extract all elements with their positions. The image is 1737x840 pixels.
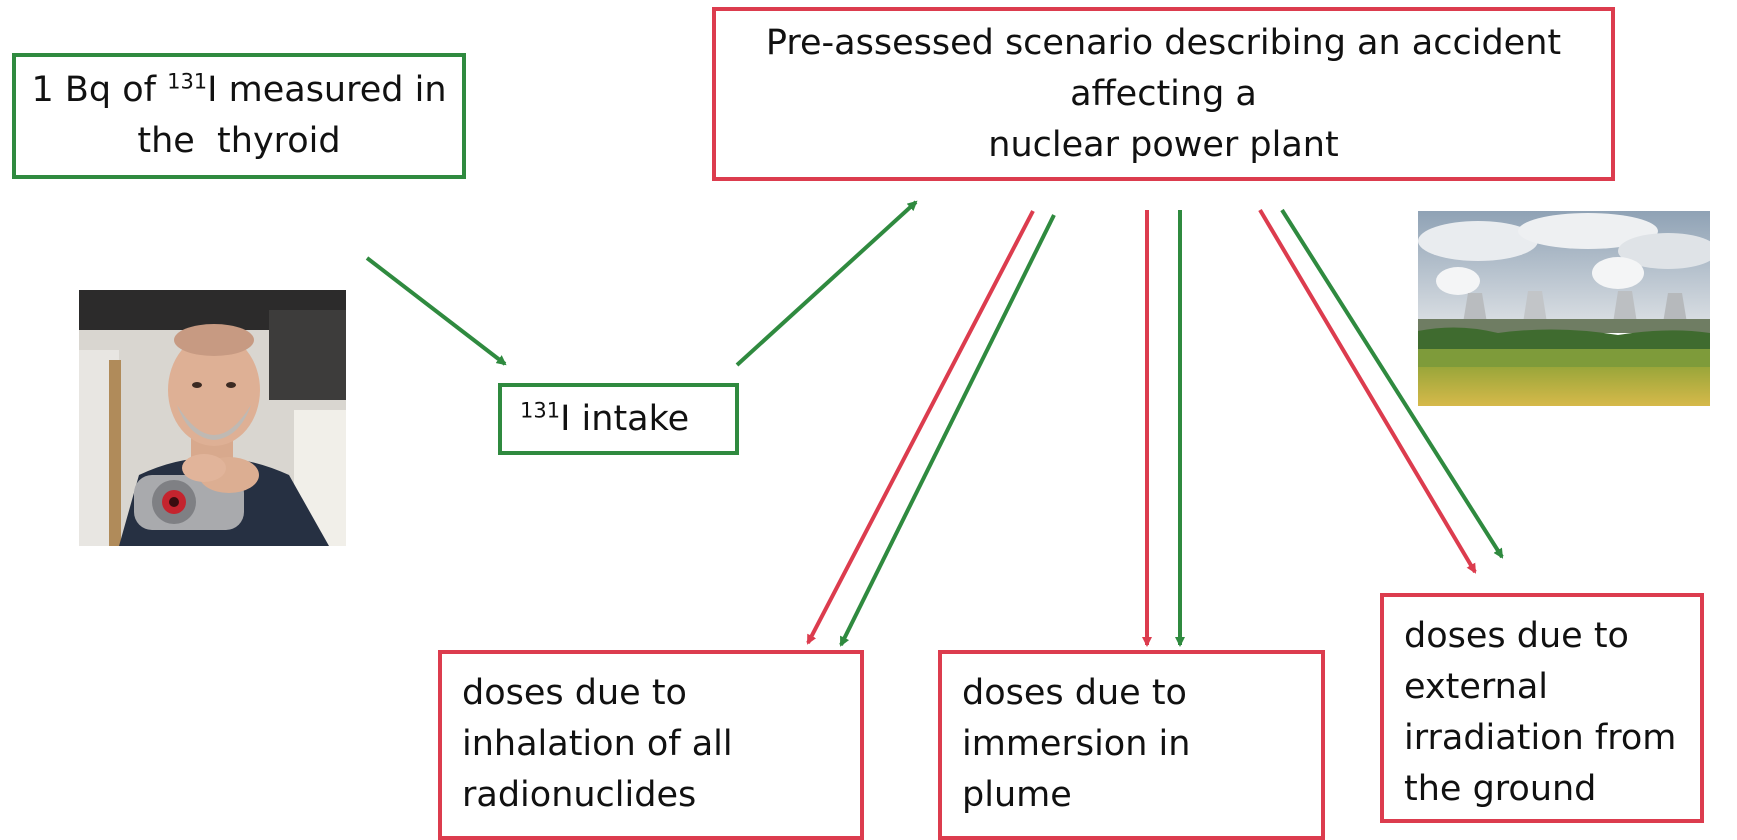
arrow-scenario-to-ground-red: [1258, 208, 1477, 574]
inhalation-line-3: radionuclides: [462, 775, 697, 815]
arrows-layer: [365, 200, 1504, 647]
arrow-measured-to-intake: [365, 256, 507, 366]
inhalation-line-1: doses due to: [462, 673, 687, 713]
arrow-scenario-to-inhalation-red: [806, 210, 1035, 645]
box-doses-immersion: doses due to immersion in plume: [938, 650, 1325, 840]
measured-line-2: the thyroid: [137, 121, 341, 161]
scenario-line-2: affecting a: [1070, 73, 1257, 114]
arrow-scenario-to-inhalation-green: [839, 214, 1056, 647]
scenario-line-3: nuclear power plant: [988, 124, 1339, 165]
immersion-line-3: plume: [962, 775, 1072, 815]
ground-line-1: doses due to: [1404, 616, 1629, 656]
box-accident-scenario: Pre-assessed scenario describing an acci…: [712, 7, 1615, 181]
intake-label: 131I intake: [520, 398, 690, 439]
man-with-detector-photo: [79, 290, 346, 546]
ground-line-2: external: [1404, 667, 1549, 707]
ground-line-3: irradiation from: [1404, 718, 1677, 758]
measured-line-1: 1 Bq of 131I measured in: [31, 69, 447, 110]
box-doses-inhalation: doses due to inhalation of all radionucl…: [438, 650, 864, 840]
scenario-line-1: Pre-assessed scenario describing an acci…: [765, 22, 1562, 63]
arrow-scenario-to-ground-green: [1280, 208, 1504, 559]
inhalation-line-2: inhalation of all: [462, 724, 733, 764]
box-doses-ground: doses due to external irradiation from t…: [1380, 593, 1704, 823]
arrow-intake-to-scenario: [735, 200, 918, 367]
box-measured-in-thyroid: 1 Bq of 131I measured in the thyroid: [12, 53, 466, 179]
nuclear-power-plant-photo: [1418, 211, 1710, 406]
immersion-line-1: doses due to: [962, 673, 1187, 713]
ground-line-4: the ground: [1404, 769, 1597, 809]
box-iodine-intake: 131I intake: [498, 383, 739, 455]
immersion-line-2: immersion in: [962, 724, 1191, 764]
